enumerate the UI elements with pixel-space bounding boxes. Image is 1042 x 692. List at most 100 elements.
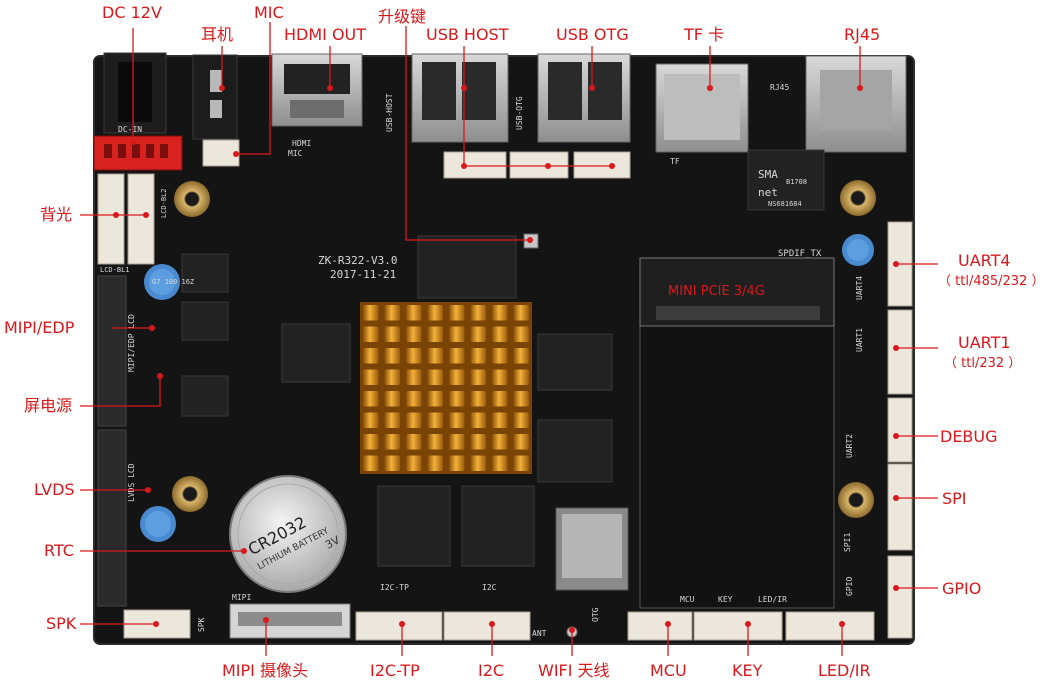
silk-tf: TF <box>670 157 680 166</box>
heatsink-fin <box>384 348 400 364</box>
label-mcu: MCU <box>650 661 687 680</box>
heatsink-fin <box>363 369 379 385</box>
usb-otg-port <box>537 53 631 143</box>
silk-usb-host: USB-HOST <box>385 93 394 132</box>
heatsink-fin <box>384 434 400 450</box>
heatsink-fin <box>363 434 379 450</box>
lan-chip-text-1: SMA <box>758 168 778 181</box>
silk-model: ZK-R322-V3.0 <box>318 254 397 267</box>
heatsink-fin <box>449 455 465 471</box>
label-uart1: UART1 <box>958 333 1011 352</box>
heatsink-fin <box>470 369 486 385</box>
label-usb-host: USB HOST <box>426 25 509 44</box>
silk-mic: MIC <box>288 149 303 158</box>
label-lvds: LVDS <box>34 480 75 499</box>
label-backlight: 背光 <box>40 205 73 224</box>
heatsink-fin <box>470 305 486 321</box>
label-spi: SPI <box>942 489 967 508</box>
heatsink-fin <box>406 391 422 407</box>
pin-headers <box>97 275 127 607</box>
capacitor-1: G7 100 16Z <box>144 264 194 300</box>
heatsink-fin <box>492 455 508 471</box>
silk-uart4: UART4 <box>855 276 864 300</box>
silk-i2c-tp: I2C-TP <box>380 583 409 592</box>
heatsink-fin <box>363 348 379 364</box>
heatsink-fin <box>384 412 400 428</box>
heatsink-fin <box>406 348 422 364</box>
label-led-ir: LED/IR <box>818 661 871 680</box>
silk-spi1: SPI1 <box>843 533 852 552</box>
silk-mipi: MIPI <box>232 593 251 602</box>
heatsink-fin <box>406 412 422 428</box>
capacitor-3 <box>842 234 874 266</box>
heatsink-fin <box>470 348 486 364</box>
label-uart4: UART4 <box>958 251 1011 270</box>
heatsink-fin <box>406 305 422 321</box>
label-i2c-tp: I2C-TP <box>370 661 420 680</box>
heatsink-fin <box>492 391 508 407</box>
heatsink-fin <box>492 348 508 364</box>
heatsink-fin <box>363 391 379 407</box>
silk-mipi-lcd: MIPI/EDP LCD <box>127 314 136 372</box>
label-i2c: I2C <box>478 661 505 680</box>
label-dc12v: DC 12V <box>102 3 162 22</box>
silk-gpio: GPIO <box>845 577 854 596</box>
heatsink-fin <box>427 348 443 364</box>
heatsink-fin <box>449 348 465 364</box>
leader-dots <box>113 85 899 633</box>
silk-otg: OTG <box>591 607 600 622</box>
mini-pcie-slot: MINI PCIE 3/4G <box>639 257 835 609</box>
capacitor-1-text: G7 100 16Z <box>152 278 194 286</box>
heatsink-fin <box>470 434 486 450</box>
heatsink-fin <box>427 455 443 471</box>
heatsink-fin <box>492 305 508 321</box>
silk-key: KEY <box>718 595 733 604</box>
heatsink-fin <box>449 326 465 342</box>
label-rtc: RTC <box>44 541 74 560</box>
dc-jack <box>103 52 167 134</box>
heatsink-fin <box>513 455 529 471</box>
heatsink-fin <box>470 455 486 471</box>
silk-lcd-bl2: LCD-BL2 <box>160 188 168 218</box>
heatsink-fin <box>427 305 443 321</box>
heatsink-fin <box>449 434 465 450</box>
heatsink-fin <box>470 391 486 407</box>
heatsink-fin <box>427 412 443 428</box>
silk-uart2: UART2 <box>845 434 854 458</box>
heatsink-fin <box>513 305 529 321</box>
chips <box>181 149 825 567</box>
leader-lines <box>80 22 938 656</box>
label-screen-power: 屏电源 <box>24 396 73 415</box>
silk-usb-otg: USB-OTG <box>515 96 524 130</box>
silk-spdif: SPDIF_TX <box>778 249 822 259</box>
label-mipi-edp: MIPI/EDP <box>4 318 75 337</box>
heatsink-fin <box>492 412 508 428</box>
label-earphone: 耳机 <box>201 25 234 44</box>
heatsink-fin <box>406 434 422 450</box>
heatsink-fin <box>470 412 486 428</box>
heatsink-fin <box>492 369 508 385</box>
usb-host-ports <box>411 53 509 143</box>
heatsink-fin <box>513 412 529 428</box>
silk-ant: ANT <box>532 629 547 638</box>
heatsink-fin <box>384 305 400 321</box>
rj45-jack <box>805 55 907 153</box>
heatsink-fin <box>363 305 379 321</box>
heatsink-fin <box>363 412 379 428</box>
heatsink-fin <box>449 391 465 407</box>
silk-led-ir: LED/IR <box>758 595 787 604</box>
heatsink-fin <box>406 455 422 471</box>
heatsink-fin <box>427 369 443 385</box>
heatsink-fin <box>492 326 508 342</box>
label-mic: MIC <box>254 3 284 22</box>
silk-rj45: RJ45 <box>770 83 789 92</box>
hdmi-port <box>271 53 363 127</box>
heatsink-fin <box>492 434 508 450</box>
heatsink-fin <box>384 455 400 471</box>
heatsink-fin <box>513 348 529 364</box>
heatsink-fin <box>427 391 443 407</box>
silk-dc-in: DC-IN <box>118 125 142 134</box>
heatsink-fin <box>406 326 422 342</box>
silk-mcu: MCU <box>680 595 695 604</box>
heatsink-fin <box>406 369 422 385</box>
